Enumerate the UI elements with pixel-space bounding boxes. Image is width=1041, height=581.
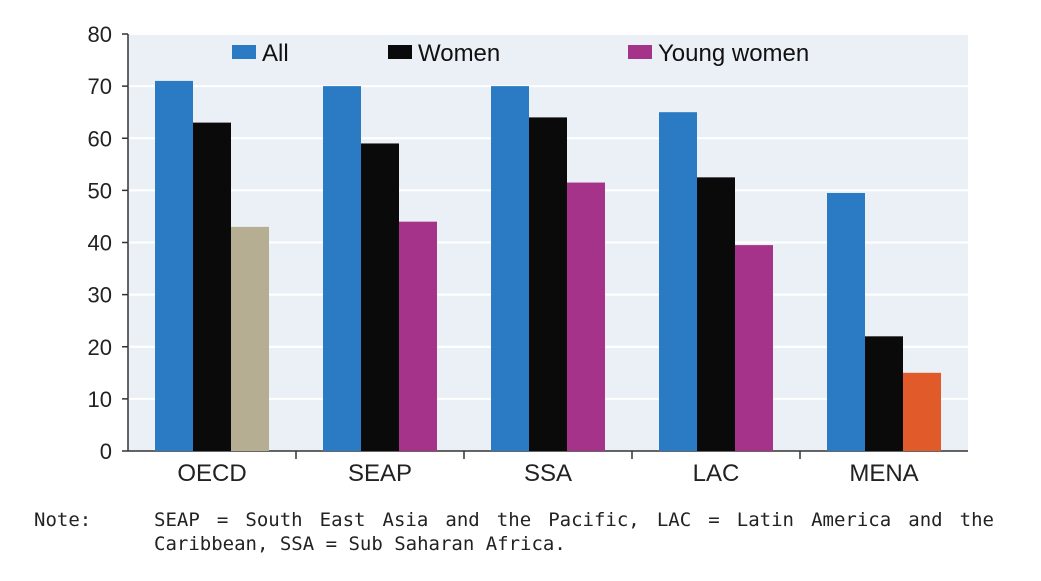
- legend-swatch: [388, 45, 412, 59]
- x-category-label: MENA: [849, 460, 918, 487]
- note-text: SEAP = South East Asia and the Pacific, …: [154, 509, 994, 555]
- y-tick-label: 30: [88, 283, 112, 308]
- bar: [193, 122, 231, 452]
- legend-label: All: [262, 40, 289, 67]
- bar: [903, 372, 941, 451]
- x-category-label: SSA: [524, 460, 572, 487]
- y-tick-label: 80: [88, 22, 112, 47]
- legend-swatch: [232, 45, 256, 59]
- x-category-label: OECD: [177, 460, 246, 487]
- bar: [231, 226, 269, 451]
- legend-label: Women: [418, 40, 500, 67]
- legend-swatch: [628, 45, 652, 59]
- legend-label: Young women: [658, 40, 809, 67]
- bar: [567, 182, 605, 451]
- bar: [659, 112, 697, 451]
- y-tick-label: 0: [100, 439, 112, 464]
- chart-note: Note: SEAP = South East Asia and the Pac…: [34, 508, 994, 556]
- bar: [697, 177, 735, 451]
- y-tick-label: 50: [88, 178, 112, 203]
- y-tick-label: 20: [88, 335, 112, 360]
- bar: [827, 192, 865, 451]
- bar: [735, 245, 773, 451]
- bar: [865, 336, 903, 451]
- bar: [529, 117, 567, 452]
- y-tick-label: 60: [88, 126, 112, 151]
- note-key: Note:: [34, 509, 92, 531]
- x-category-label: LAC: [693, 460, 740, 487]
- y-tick-label: 10: [88, 387, 112, 412]
- bar: [361, 143, 399, 451]
- bar: [323, 86, 361, 451]
- y-tick-label: 70: [88, 74, 112, 99]
- x-category-label: SEAP: [348, 460, 412, 487]
- bar: [155, 80, 193, 451]
- bar: [491, 86, 529, 451]
- bar: [399, 221, 437, 451]
- y-tick-label: 40: [88, 231, 112, 256]
